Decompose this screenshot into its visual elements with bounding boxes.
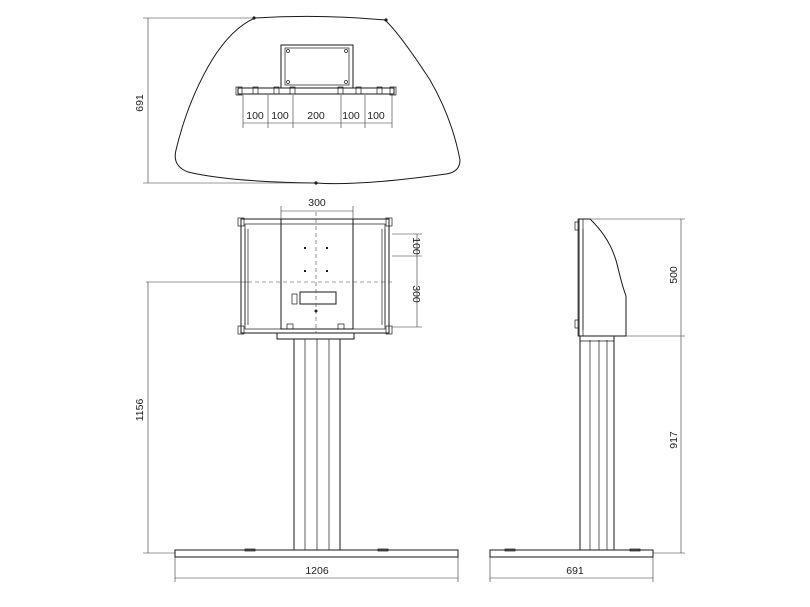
front-upper-offset: 100: [410, 237, 422, 255]
top-spacing-4: 100: [342, 110, 360, 122]
top-spacing-5: 100: [367, 110, 385, 122]
front-mount-height: 300: [410, 285, 422, 303]
side-head-height: 500: [668, 266, 680, 284]
top-view: 100 100 200 100 100 691: [134, 15, 461, 185]
front-total-height: 1156: [134, 399, 146, 422]
front-mount-width: 300: [308, 197, 326, 209]
mount-plate: [280, 218, 354, 330]
side-base-depth: 691: [566, 565, 584, 577]
top-depth-label: 691: [134, 94, 146, 112]
column-cap: [276, 332, 355, 340]
head-frame: [240, 218, 390, 334]
side-column-height: 917: [668, 431, 680, 449]
side-base: [489, 549, 654, 558]
head-profile: [578, 218, 627, 337]
lock-bracket: [299, 291, 337, 305]
mount-box: [280, 44, 354, 89]
top-spacing-1: 100: [246, 110, 264, 122]
top-spacing-2: 100: [271, 110, 289, 122]
mount-rail: [237, 87, 395, 95]
front-base-width: 1206: [305, 565, 329, 577]
top-spacing-3: 200: [307, 110, 325, 122]
front-view: 300 100 300 1156 1206: [134, 197, 459, 582]
side-column: [579, 335, 615, 551]
base-plate-outline: [174, 15, 461, 185]
base-plate: [174, 549, 459, 558]
side-view: 500 917 691: [489, 218, 685, 582]
